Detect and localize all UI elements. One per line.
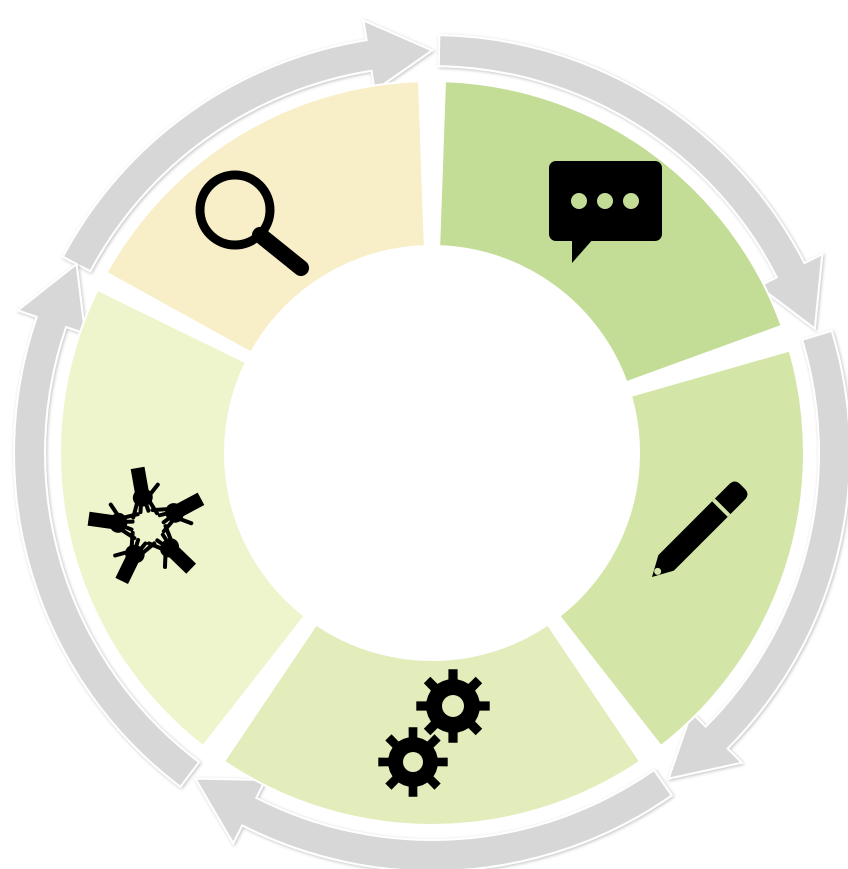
cycle-arrow-edit bbox=[667, 329, 848, 780]
center-hole bbox=[225, 246, 639, 660]
gears-icon bbox=[378, 669, 490, 797]
gear-hole bbox=[442, 695, 464, 717]
pencil-icon bbox=[652, 481, 748, 577]
speech-bubble-icon bbox=[549, 161, 662, 263]
cycle-arrows bbox=[13, 18, 848, 869]
gear-hole bbox=[403, 752, 423, 772]
hand-shape bbox=[146, 524, 197, 574]
magnifier-icon bbox=[195, 170, 309, 276]
hand-shape bbox=[130, 466, 160, 520]
hand-shape bbox=[113, 530, 157, 584]
cycle-arrow-collaboration bbox=[13, 262, 201, 789]
cycle-arrow-search bbox=[61, 18, 435, 273]
cycle-arrow-process bbox=[193, 768, 674, 869]
cycle-arrow-chat bbox=[437, 34, 824, 331]
hand-shape bbox=[87, 502, 140, 541]
hands-circle-icon bbox=[87, 466, 205, 584]
